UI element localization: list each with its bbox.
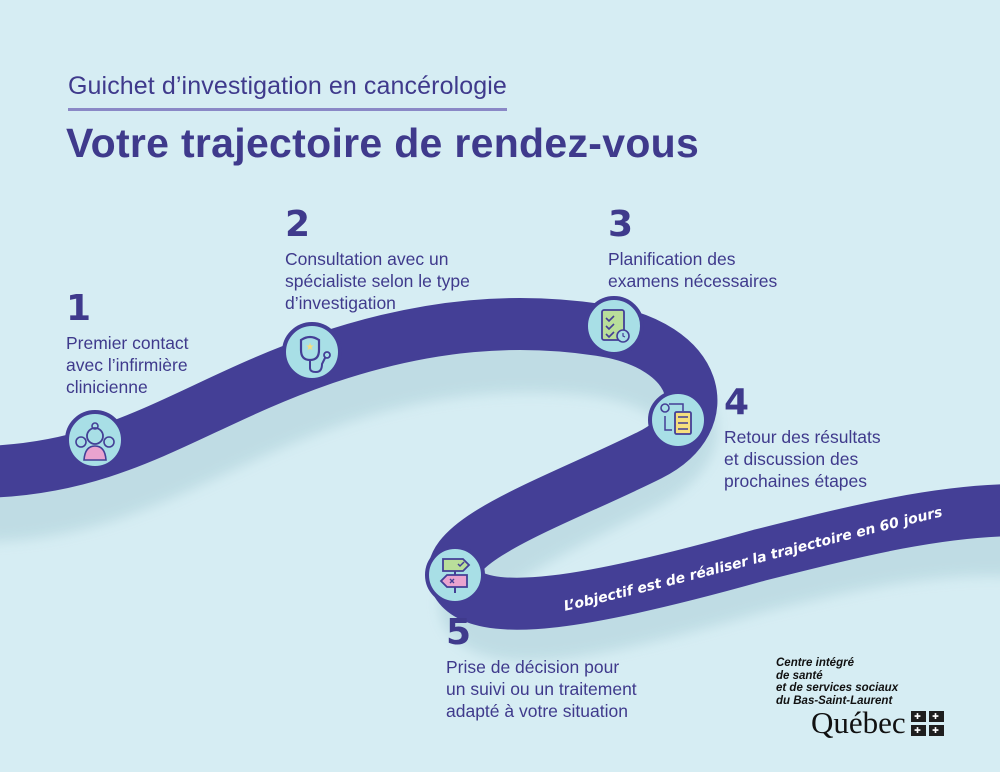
step-description: Prise de décision pour un suivi ou un tr… <box>446 657 637 721</box>
nurse-icon <box>65 410 125 470</box>
checklist-clock-icon <box>584 296 644 356</box>
step-number: 3 <box>608 204 634 245</box>
step-number: 5 <box>446 612 472 653</box>
step-5: 5 Prise de décision pour un suivi ou un … <box>446 614 637 722</box>
step-number: 4 <box>724 382 750 423</box>
page-subtitle: Guichet d’investigation en cancérologie <box>68 72 507 111</box>
results-clipboard-icon <box>648 390 708 450</box>
step-description: Consultation avec un spécialiste selon l… <box>285 249 470 313</box>
step-number: 1 <box>66 288 92 329</box>
page-title: Votre trajectoire de rendez-vous <box>66 120 700 166</box>
organization-name: Centre intégré de santé et de services s… <box>776 657 899 707</box>
step-number: 2 <box>285 204 311 245</box>
signpost-icon <box>425 545 485 605</box>
step-description: Planification des examens nécessaires <box>608 249 778 291</box>
svg-text:★: ★ <box>306 342 315 353</box>
step-3: 3 Planification des examens nécessaires <box>608 206 777 292</box>
fleurdelise-flag-icon <box>910 710 944 736</box>
step-description: Retour des résultats et discussion des p… <box>724 427 881 491</box>
cisss-quebec-logo: Centre intégré de santé et de services s… <box>776 657 944 740</box>
quebec-wordmark: Québec <box>811 705 906 740</box>
step-description: Premier contact avec l’infirmière clinic… <box>66 333 189 397</box>
step-4: 4 Retour des résultats et discussion des… <box>724 384 881 492</box>
step-2: 2 Consultation avec un spécialiste selon… <box>285 206 470 314</box>
step-1: 1 Premier contact avec l’infirmière clin… <box>66 290 189 398</box>
stethoscope-icon: ★ <box>282 322 342 382</box>
